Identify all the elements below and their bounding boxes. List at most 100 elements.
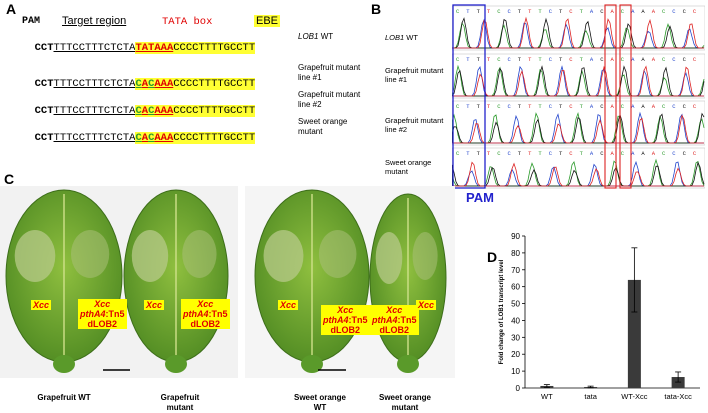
base-call: C xyxy=(662,56,666,63)
base-call: C xyxy=(456,8,460,15)
y-tick-label: 90 xyxy=(511,232,520,241)
leaf-petiole xyxy=(53,355,75,373)
leaf-petiole xyxy=(397,355,419,373)
canker-lesion xyxy=(182,230,217,278)
canker-lesion xyxy=(318,230,357,278)
base-call: A xyxy=(652,103,656,110)
canker-lesion xyxy=(70,230,110,278)
base-call: C xyxy=(683,103,687,110)
base-call: C xyxy=(683,150,687,157)
base-call: C xyxy=(662,8,666,15)
base-call: A xyxy=(611,103,615,110)
mut-base: AAA xyxy=(154,78,174,90)
base-call: T xyxy=(580,103,584,110)
base-call: C xyxy=(693,8,697,15)
base-call: C xyxy=(549,150,553,157)
base-call: A xyxy=(590,103,594,110)
caption-grapefruit-mutant: Grapefruit mutant xyxy=(160,393,200,412)
pam-label-b: PAM xyxy=(466,190,494,205)
mut-base: A xyxy=(141,132,149,144)
xcc-tag: Xcc xyxy=(31,300,52,310)
trace-label-grapefruit-2: Grapefruit mutant line #2 xyxy=(385,116,444,134)
base-call: A xyxy=(631,103,635,110)
base-call: C xyxy=(569,103,573,110)
base-call: C xyxy=(600,8,604,15)
pam-seq: CCT xyxy=(34,42,54,54)
base-call: A xyxy=(641,150,645,157)
y-tick-label: 60 xyxy=(511,283,520,292)
base-call: C xyxy=(508,103,512,110)
trace-row xyxy=(452,100,705,146)
target-seq: TTTCCTTTCTCTA xyxy=(53,105,136,117)
target-seq: TTTCCTTTCTCTA xyxy=(53,78,136,90)
trace-label-grapefruit-1: Grapefruit mutant line #1 xyxy=(385,66,444,84)
base-call: T xyxy=(559,150,563,157)
base-call: T xyxy=(528,150,532,157)
y-tick-label: 80 xyxy=(511,249,520,258)
canker-lesion xyxy=(131,230,169,282)
bar-tata-xcc xyxy=(671,377,685,388)
tail-seq: CCCCTTTTGCCTT xyxy=(173,105,256,117)
base-call: C xyxy=(497,103,501,110)
base-call: C xyxy=(456,103,460,110)
base-call: T xyxy=(580,56,584,63)
base-call: A xyxy=(631,8,635,15)
base-call: A xyxy=(641,103,645,110)
leaf-petiole xyxy=(301,355,323,373)
base-call: C xyxy=(693,56,697,63)
panel-d-label: D xyxy=(487,249,498,265)
base-call: T xyxy=(559,8,563,15)
pam-header: PAM xyxy=(22,16,41,27)
base-call: C xyxy=(600,103,604,110)
base-call: T xyxy=(466,103,470,110)
pam-seq: CCT xyxy=(34,105,54,117)
base-call: A xyxy=(611,150,615,157)
mut-base: C xyxy=(148,105,155,117)
base-call: C xyxy=(456,56,460,63)
base-call: C xyxy=(569,56,573,63)
base-call: T xyxy=(559,56,563,63)
mut-base: C xyxy=(135,132,142,144)
base-call: T xyxy=(487,56,491,63)
y-tick-label: 50 xyxy=(511,300,520,309)
base-call: C xyxy=(549,56,553,63)
x-tick-label: WT-Xcc xyxy=(621,392,647,401)
row-label-grapefruit-2: Grapefruit mutant line #2 xyxy=(298,90,361,109)
base-call: T xyxy=(477,150,481,157)
mutation-box xyxy=(619,4,632,189)
y-tick-label: 20 xyxy=(511,350,520,359)
base-call: C xyxy=(600,150,604,157)
base-call: C xyxy=(693,150,697,157)
xcc-tag: Xcc xyxy=(416,300,437,310)
base-call: A xyxy=(590,56,594,63)
base-call: A xyxy=(631,56,635,63)
base-call: A xyxy=(590,150,594,157)
base-call: T xyxy=(580,150,584,157)
sequence-row-grapefruit-2: CCTTTTCCTTTCTCTACACAAACCCCTTTTGCCTT xyxy=(22,93,256,117)
base-call: C xyxy=(497,150,501,157)
base-call: T xyxy=(559,103,563,110)
chromatogram-trace xyxy=(452,111,705,144)
leaf-photo-panel xyxy=(0,186,455,378)
base-call: C xyxy=(569,150,573,157)
base-call: T xyxy=(538,56,542,63)
trace-label-sweet-orange: Sweet orange mutant xyxy=(385,158,432,176)
base-call: C xyxy=(672,103,676,110)
base-call: T xyxy=(466,150,470,157)
base-call: C xyxy=(549,8,553,15)
chromatogram-trace xyxy=(452,112,705,144)
base-call: T xyxy=(528,8,532,15)
mut-base: C xyxy=(148,78,155,90)
base-call: C xyxy=(662,103,666,110)
panel-b-label: B xyxy=(371,1,382,17)
chromatogram-trace xyxy=(452,114,704,144)
base-call: C xyxy=(621,56,625,63)
base-call: A xyxy=(652,56,656,63)
y-tick-label: 70 xyxy=(511,266,520,275)
mutation-box xyxy=(604,4,617,189)
xcc-tag: Xcc xyxy=(278,300,299,310)
pam-seq: CCT xyxy=(34,132,54,144)
trace-row xyxy=(452,147,705,189)
